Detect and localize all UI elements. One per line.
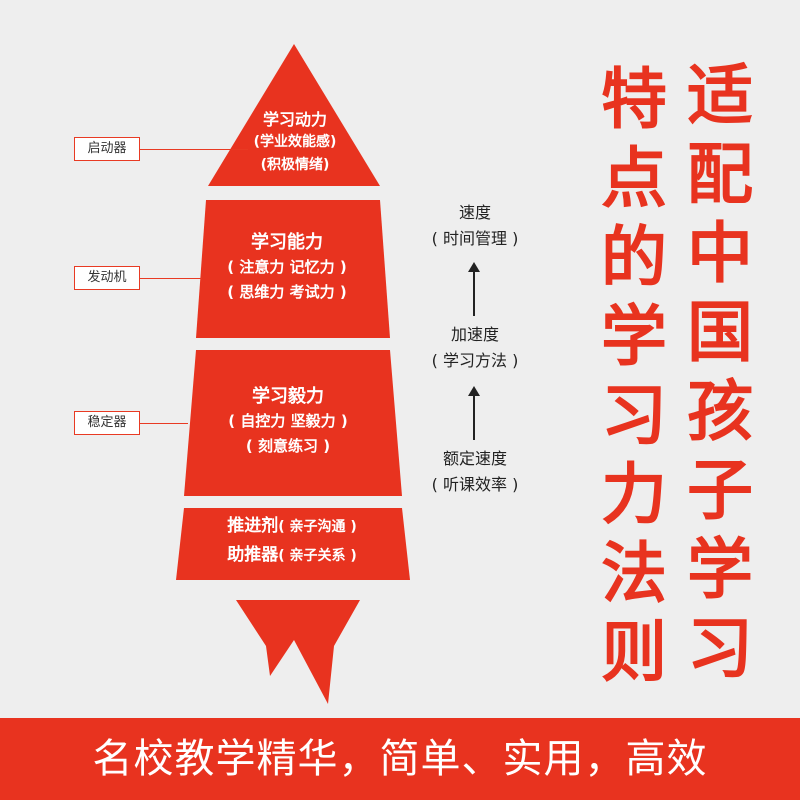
speed-label: 速度 bbox=[458, 203, 491, 222]
rocket-tip-shape bbox=[208, 44, 380, 186]
booster-note: ( 亲子关系 ) bbox=[278, 548, 357, 564]
rocket-stabilizer-shape bbox=[184, 350, 402, 496]
stabilizer-title: 学习毅力 bbox=[252, 386, 324, 407]
engine-title: 学习能力 bbox=[251, 232, 323, 253]
arrow-shaft bbox=[473, 270, 475, 316]
tip-subtitle-2: (积极情绪) bbox=[260, 157, 330, 173]
propulsion-stage-text: 推进剂( 亲子沟通 ) 助推器( 亲子关系 ) bbox=[176, 512, 408, 570]
stabilizer-subtitle-2: ( 刻意练习 ) bbox=[245, 437, 331, 455]
arrow-shaft bbox=[473, 394, 475, 440]
speed-note: ( 时间管理 ) bbox=[431, 229, 519, 248]
stabilizer-stage-text: 学习毅力 ( 自控力 坚毅力 ) ( 刻意练习 ) bbox=[184, 384, 392, 459]
acceleration-label: 加速度 bbox=[450, 325, 499, 344]
propellant-label: 推进剂 bbox=[227, 516, 279, 536]
tip-stage-text: 学习动力 (学业效能感) (积极情绪) bbox=[212, 108, 378, 177]
tip-subtitle-1: (学业效能感) bbox=[253, 134, 337, 150]
stabilizer-subtitle-1: ( 自控力 坚毅力 ) bbox=[228, 412, 348, 430]
headline-right-column: 适配中国孩子学习 bbox=[687, 57, 753, 687]
rated-speed-note: ( 听课效率 ) bbox=[431, 475, 519, 494]
headline-left-column: 特点的学习力法则 bbox=[601, 61, 667, 691]
engine-stage-text: 学习能力 ( 注意力 记忆力 ) ( 思维力 考试力 ) bbox=[196, 230, 378, 305]
acceleration-block: 加速度 ( 学习方法 ) bbox=[400, 322, 550, 374]
tip-title: 学习动力 bbox=[262, 110, 327, 129]
rocket-engine-shape bbox=[196, 200, 390, 338]
acceleration-note: ( 学习方法 ) bbox=[431, 351, 519, 370]
rocket-propulsion-shape bbox=[176, 508, 410, 580]
bottom-banner: 名校教学精华，简单、实用，高效 bbox=[0, 718, 800, 800]
stabilizer-label: 稳定器 bbox=[74, 411, 140, 435]
booster-row: 助推器( 亲子关系 ) bbox=[176, 541, 408, 570]
propellant-row: 推进剂( 亲子沟通 ) bbox=[176, 512, 408, 541]
arrow-up-icon bbox=[468, 386, 480, 396]
propellant-note: ( 亲子沟通 ) bbox=[278, 519, 357, 535]
booster-label: 助推器 bbox=[227, 545, 279, 565]
engine-label: 发动机 bbox=[74, 266, 140, 290]
arrow-up-icon bbox=[468, 262, 480, 272]
rocket-exhaust-flame bbox=[236, 600, 360, 704]
engine-connector bbox=[140, 278, 202, 279]
engine-subtitle-2: ( 思维力 考试力 ) bbox=[227, 283, 347, 301]
starter-connector bbox=[140, 149, 248, 150]
speed-block: 速度 ( 时间管理 ) bbox=[400, 200, 550, 252]
rated-speed-block: 额定速度 ( 听课效率 ) bbox=[400, 446, 550, 498]
stabilizer-connector bbox=[140, 423, 188, 424]
starter-label: 启动器 bbox=[74, 137, 140, 161]
engine-subtitle-1: ( 注意力 记忆力 ) bbox=[227, 258, 347, 276]
rated-speed-label: 额定速度 bbox=[442, 449, 507, 468]
